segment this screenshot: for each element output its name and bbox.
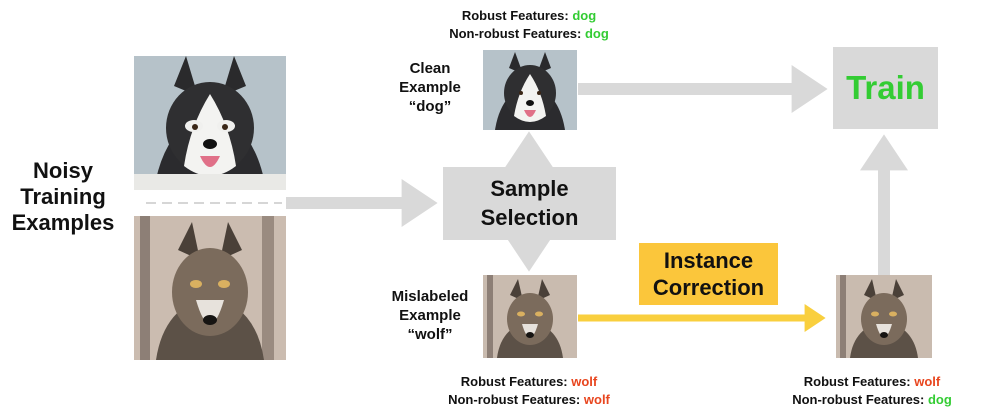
clean-example-label: Clean Example “dog” — [399, 60, 461, 115]
mislabeled-wolf-image — [483, 275, 577, 358]
mislabeled-nonrobust-line: Non-robust Features: wolf — [448, 391, 610, 407]
mislabeled-features: Robust Features: wolf Non-robust Feature… — [404, 373, 654, 408]
sample-selection-box: Sample Selection — [443, 167, 616, 240]
clean-features: Robust Features: dog Non-robust Features… — [404, 7, 654, 42]
corrected-wolf-image — [836, 275, 932, 358]
clean-robust-line: Robust Features: dog — [461, 8, 597, 23]
instance-correction-box: Instance Correction — [639, 243, 778, 305]
clean-husky-image — [483, 50, 577, 130]
train-box: Train — [833, 47, 938, 129]
corrected-robust-line: Robust Features: wolf — [803, 374, 941, 389]
corrected-features: Robust Features: wolf Non-robust Feature… — [760, 373, 984, 408]
husky-image — [134, 56, 286, 190]
noisy-training-label: Noisy Training Examples — [11, 158, 115, 235]
corrected-nonrobust-line: Non-robust Features: dog — [792, 391, 952, 407]
wolf-image — [134, 216, 286, 360]
train-label: Train — [846, 69, 925, 106]
mislabeled-robust-line: Robust Features: wolf — [460, 374, 598, 389]
clean-nonrobust-line: Non-robust Features: dog — [449, 25, 609, 41]
mislabeled-example-label: Mislabeled Example “wolf” — [391, 288, 469, 343]
